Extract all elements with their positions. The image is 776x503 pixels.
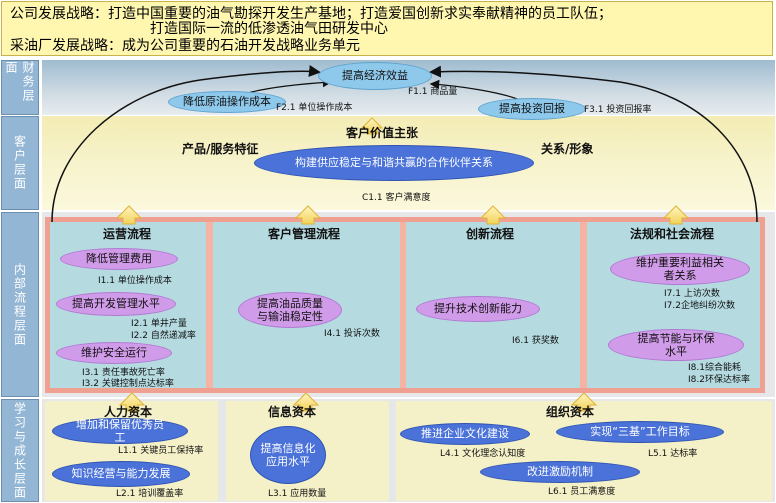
- goal-stakeholders: 维护重要利益相关者关系: [610, 253, 750, 285]
- goal-dev-mgmt: 提高开发管理水平: [56, 292, 176, 316]
- goal-reduce-cost: 降低原油操作成本: [168, 91, 286, 113]
- goal-stakeholders-label: 维护重要利益相关者关系: [636, 255, 724, 282]
- goal-invest-return: 提高投资回报: [478, 98, 586, 120]
- goal-reduce-mgmt-label: 降低管理费用: [86, 252, 152, 266]
- human-title: 人力资本: [104, 405, 153, 419]
- layer-finance-tab: 财务层面: [1, 60, 39, 115]
- goal-it-app-label: 提高信息化应用水平: [260, 441, 316, 468]
- kpi-i3b: I3.2 关键控制点达标率: [82, 379, 174, 389]
- kpi-i4: I4.1 投诉次数: [324, 329, 380, 339]
- up-arrow-info: [292, 392, 320, 412]
- kpi-l1: L1.1 关键员工保持率: [118, 446, 204, 456]
- kpi-l6: L6.1 员工满意度: [548, 487, 616, 497]
- goal-partnership-label: 构建供应稳定与和谐共赢的合作伙伴关系: [295, 156, 493, 170]
- goal-knowledge-label: 知识经营与能力发展: [71, 467, 171, 481]
- goal-safety-label: 维护安全运行: [81, 346, 147, 360]
- info-title: 信息资本: [268, 405, 317, 419]
- kpi-i7a: I7.1 上访次数: [664, 289, 720, 299]
- kpi-f2: F2.1 单位操作成本: [276, 103, 353, 113]
- goal-partnership: 构建供应稳定与和谐共赢的合作伙伴关系: [254, 145, 534, 181]
- goal-incentive: 改进激励机制: [480, 461, 640, 483]
- layer-process-tab: 内部流程层面: [1, 212, 39, 397]
- relation-image-title: 关系/形象: [541, 142, 594, 156]
- goal-incentive-label: 改进激励机制: [527, 465, 593, 479]
- kpi-f3: F3.1 投资回报率: [584, 105, 652, 115]
- company-strategy-line1: 公司发展战略：打造中国重要的油气勘探开发生产基地；打造爱国创新求实奉献精神的员工…: [10, 6, 612, 22]
- goal-reduce-mgmt: 降低管理费用: [60, 248, 178, 270]
- goal-dev-mgmt-label: 提高开发管理水平: [72, 297, 160, 311]
- layer-learning-label: 学习与成长层面: [12, 401, 27, 500]
- goal-culture: 推进企业文化建设: [400, 423, 530, 445]
- goal-reduce-cost-label: 降低原油操作成本: [183, 95, 271, 109]
- goal-knowledge: 知识经营与能力发展: [52, 461, 190, 487]
- kpi-i6: I6.1 获奖数: [512, 336, 559, 346]
- kpi-l2: L2.1 培训覆盖率: [116, 489, 184, 499]
- kpi-i8b: I8.2环保达标率: [688, 375, 750, 385]
- up-arrow-reg: [662, 205, 690, 225]
- learning-col-org: [396, 401, 772, 501]
- innov-title: 创新流程: [466, 227, 515, 241]
- kpi-i2b: I2.2 自然递减率: [131, 331, 196, 341]
- kpi-i8a: I8.1综合能耗: [688, 363, 741, 373]
- up-arrow-innov: [479, 205, 507, 225]
- goal-tech-innov-label: 提升技术创新能力: [434, 302, 522, 316]
- plant-strategy-line: 采油厂发展战略：成为公司重要的石油开发战略业务单元: [10, 38, 360, 54]
- layer-finance-label: 财务层面: [4, 61, 35, 103]
- layer-customer-label: 客户层面: [12, 135, 27, 191]
- goal-oil-quality: 提高油品质量与输油稳定性: [238, 292, 342, 328]
- kpi-i1: I1.1 单位操作成本: [98, 276, 172, 286]
- goal-oil-quality-label: 提高油品质量与输油稳定性: [257, 296, 323, 323]
- up-arrow-org: [570, 392, 598, 412]
- up-arrow-cust: [360, 117, 384, 135]
- up-arrow-crm: [294, 205, 322, 225]
- goal-economic-benefit-label: 提高经济效益: [342, 69, 408, 83]
- product-service-title: 产品/服务特征: [182, 142, 259, 156]
- kpi-i7b: I7.2企地纠纷次数: [664, 301, 735, 311]
- goal-energy-env: 提高节能与环保水平: [608, 329, 744, 361]
- ops-title: 运营流程: [103, 227, 152, 241]
- up-arrow-ops: [115, 205, 143, 225]
- goal-safety: 维护安全运行: [56, 342, 172, 364]
- goal-energy-env-label: 提高节能与环保水平: [637, 331, 715, 358]
- kpi-l5: L5.1 达标率: [648, 449, 698, 459]
- goal-culture-label: 推进企业文化建设: [421, 427, 509, 441]
- goal-it-app: 提高信息化应用水平: [250, 426, 326, 484]
- goal-economic-benefit: 提高经济效益: [318, 62, 432, 90]
- crm-title: 客户管理流程: [268, 227, 341, 241]
- curve-arrow-left: [51, 65, 321, 223]
- customer-value-title: 客户价值主张: [346, 126, 419, 140]
- goal-retain-staff-label: 增加和保留优秀员工: [76, 417, 164, 444]
- kpi-f1: F1.1 商品量: [408, 87, 458, 97]
- kpi-l3: L3.1 应用数量: [268, 489, 327, 499]
- kpi-i2a: I2.1 单井产量: [131, 319, 187, 329]
- layer-process-label: 内部流程层面: [12, 262, 27, 347]
- goal-retain-staff: 增加和保留优秀员工: [52, 418, 188, 444]
- goal-invest-return-label: 提高投资回报: [499, 102, 565, 116]
- goal-three-basics-label: 实现“三基”工作目标: [590, 425, 690, 439]
- up-arrow-human: [118, 392, 146, 412]
- layer-learning-tab: 学习与成长层面: [1, 399, 39, 502]
- kpi-l4: L4.1 文化理念认知度: [440, 449, 526, 459]
- strategy-header: 公司发展战略：打造中国重要的油气勘探开发生产基地；打造爱国创新求实奉献精神的员工…: [1, 1, 773, 56]
- kpi-i3a: I3.1 责任事故死亡率: [82, 368, 165, 378]
- curve-arrow-right: [429, 65, 758, 223]
- reg-title: 法规和社会流程: [630, 227, 715, 241]
- kpi-c1: C1.1 客户满意度: [362, 193, 431, 203]
- layer-customer-tab: 客户层面: [1, 116, 39, 210]
- company-strategy-line2: 打造国际一流的低渗透油气田研发中心: [150, 21, 388, 37]
- org-title: 组织资本: [546, 405, 595, 419]
- goal-three-basics: 实现“三基”工作目标: [556, 421, 724, 443]
- goal-tech-innov: 提升技术创新能力: [416, 296, 540, 322]
